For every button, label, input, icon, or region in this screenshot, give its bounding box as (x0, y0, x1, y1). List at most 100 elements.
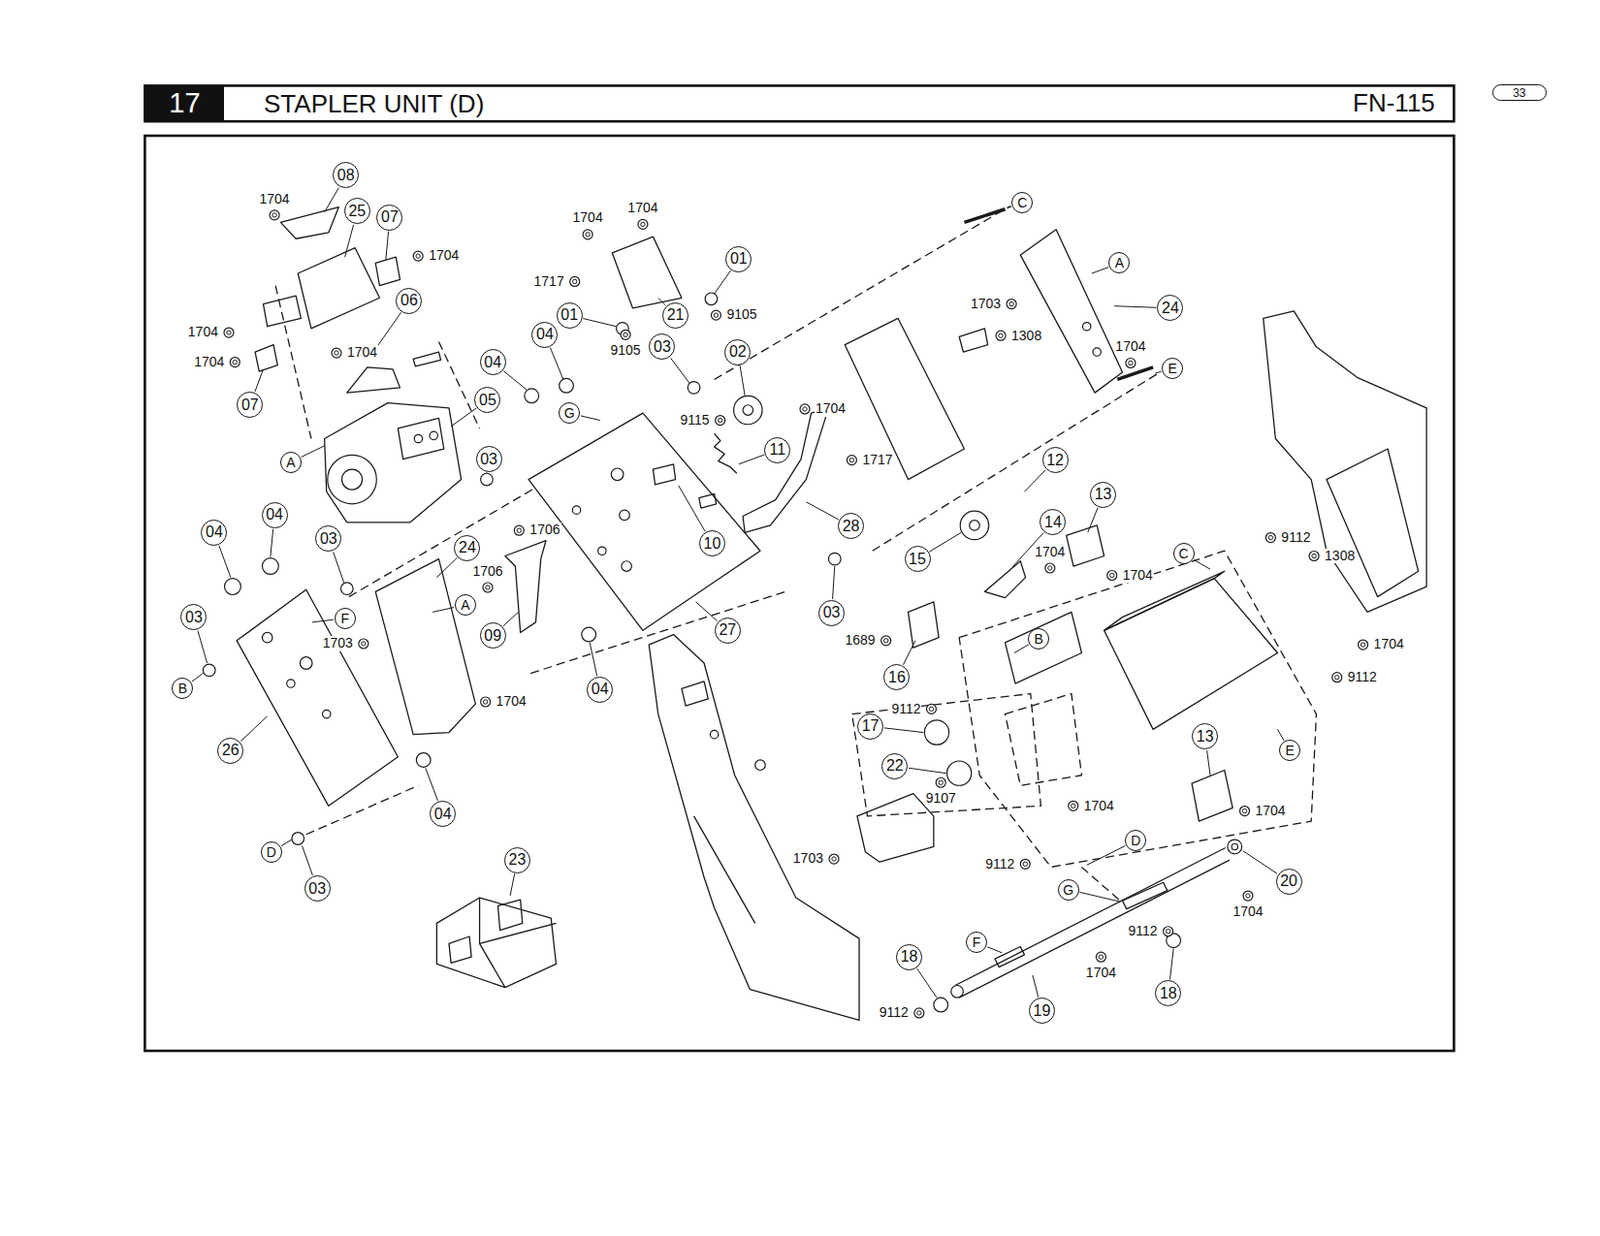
screw-recess (334, 351, 339, 355)
cover-box (1104, 578, 1279, 731)
screw-symbol (1163, 927, 1174, 937)
guide-line (530, 591, 786, 673)
callout-text: 03 (320, 531, 338, 547)
reference-letter-text: A (1115, 256, 1124, 270)
callout-text: 28 (842, 518, 861, 535)
ring (340, 582, 353, 596)
leader-line (197, 631, 208, 664)
screw-head (1332, 672, 1343, 683)
cartridge-detail (448, 936, 472, 963)
leader-line (1170, 949, 1175, 981)
callout-number: 23 (504, 847, 531, 874)
screw-head (1095, 952, 1106, 962)
part-number: 1308 (1010, 328, 1043, 344)
leader-line (1091, 267, 1109, 274)
bracket-plate (844, 318, 964, 480)
leader-line (485, 472, 487, 475)
screw-symbol (570, 276, 580, 287)
part-circle (1082, 322, 1090, 331)
part-number: 1706 (471, 564, 504, 579)
reference-letter: B (1027, 628, 1050, 650)
callout-text: 33 (1512, 87, 1526, 99)
cover-part (280, 207, 339, 240)
side-plate (375, 559, 476, 736)
leader-line (312, 619, 334, 623)
screw-recess (623, 332, 628, 337)
part-number: 1689 (844, 633, 877, 648)
screw-symbol (620, 329, 631, 340)
screw-head (1243, 891, 1253, 901)
part-circle (709, 730, 718, 738)
screw-symbol (1265, 533, 1276, 544)
callout-text: 12 (1046, 452, 1064, 469)
screw-symbol (710, 310, 721, 320)
screw-recess (928, 706, 933, 711)
part-circle (755, 760, 767, 771)
leader-line (738, 454, 765, 465)
screw-head (846, 455, 857, 466)
screw-recess (802, 407, 807, 412)
screw-symbol (1107, 570, 1118, 580)
leader-line (832, 566, 835, 600)
screw-recess (361, 641, 366, 646)
reference-letter-text: A (286, 455, 295, 470)
side-plate (528, 413, 761, 631)
screw-recess (713, 313, 718, 318)
screw-symbol (480, 697, 491, 707)
callout-number: 25 (344, 197, 371, 224)
screw-head (926, 704, 936, 714)
leader-line (425, 768, 439, 801)
page-number: 33 (1492, 84, 1547, 101)
callout-number: 03 (818, 600, 845, 627)
screw-symbol (829, 854, 839, 864)
plate-slot (694, 816, 756, 924)
part-number: 9112 (1346, 670, 1378, 685)
screw-recess (232, 359, 237, 364)
screw-head (1240, 806, 1250, 817)
callout-text: 01 (560, 307, 578, 323)
part-number: 1704 (1085, 965, 1118, 981)
callout-text: 27 (718, 622, 736, 639)
shaft-part (1122, 882, 1168, 909)
screw-recess (1009, 301, 1014, 306)
gear-bracket (857, 794, 934, 864)
callout-number: 04 (261, 502, 288, 529)
screw-head (1068, 800, 1079, 811)
part-number: 1717 (861, 452, 894, 468)
leader-line (1243, 851, 1278, 875)
callout-text: 07 (241, 397, 259, 414)
cartridge-edge (480, 923, 557, 944)
leader-line (301, 845, 313, 876)
part-circle (429, 431, 438, 440)
screw-recess (849, 457, 854, 462)
leader-line (436, 557, 457, 577)
reference-letter: F (965, 931, 988, 954)
frame-plate (1263, 311, 1427, 612)
part-circle (610, 468, 624, 481)
callout-number: 21 (662, 302, 689, 329)
model-name: FN-115 (1351, 89, 1437, 118)
part-number: 9112 (1280, 530, 1312, 545)
screw-recess (1023, 862, 1027, 866)
callout-text: 14 (1044, 514, 1062, 531)
leader-line (1154, 371, 1161, 374)
part-number: 1704 (192, 354, 225, 370)
shaft-part (994, 947, 1025, 968)
callout-text: 04 (205, 524, 224, 541)
part-number: 1717 (533, 274, 566, 289)
leader-line (582, 319, 616, 327)
screw-recess (938, 780, 943, 785)
screw-recess (416, 254, 420, 258)
screw-head (1020, 859, 1030, 869)
callout-text: 18 (1159, 986, 1178, 1002)
guide-part (742, 408, 829, 533)
callout-text: 09 (483, 628, 502, 644)
callout-number: 12 (1042, 447, 1069, 474)
callout-text: 04 (265, 507, 284, 523)
screw-head (1006, 299, 1017, 310)
part-number: 1706 (528, 522, 561, 538)
side-plate (1020, 229, 1122, 393)
callout-text: 10 (704, 536, 722, 552)
part-circle (1231, 843, 1238, 850)
screw-head (269, 210, 280, 221)
